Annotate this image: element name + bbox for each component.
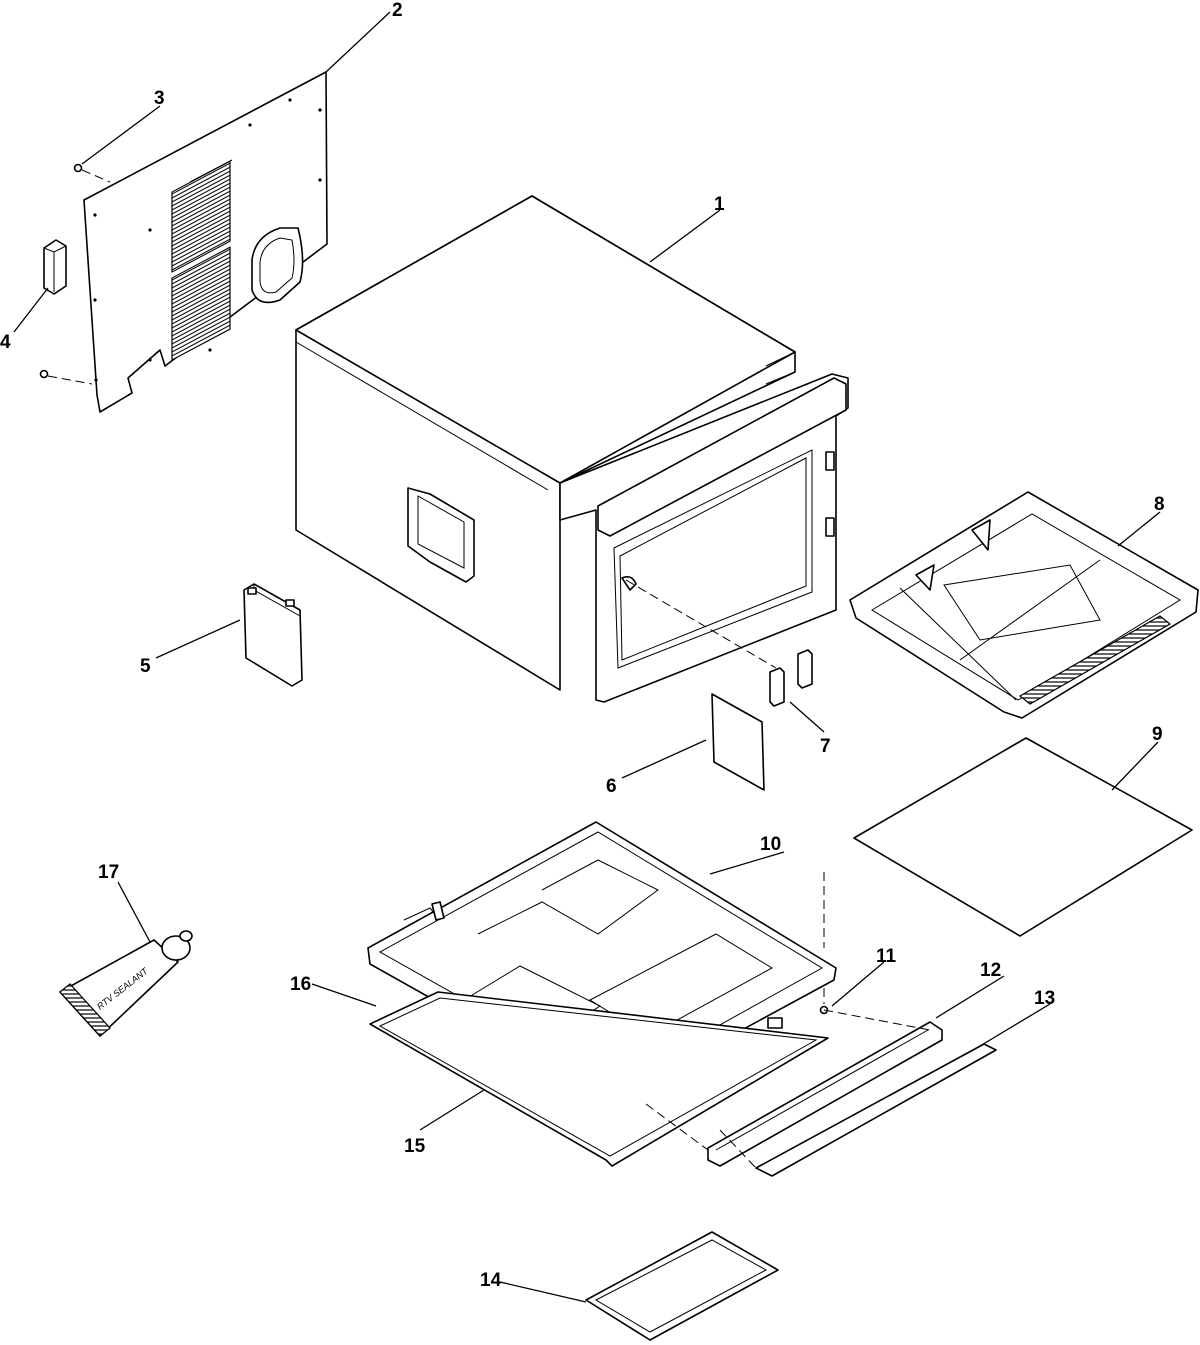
leader-lines xyxy=(13,11,1161,1303)
screw-top xyxy=(73,163,111,183)
callout-12: 12 xyxy=(980,960,1001,981)
callout-labels: 1 2 3 4 5 6 7 8 9 10 11 12 13 14 15 16 1… xyxy=(0,0,1165,1291)
trim-strip xyxy=(719,1043,997,1177)
drip-tray xyxy=(849,491,1199,719)
callout-3: 3 xyxy=(154,88,165,109)
base-gasket xyxy=(369,991,829,1167)
callout-8: 8 xyxy=(1154,494,1165,515)
side-access-cover xyxy=(243,583,303,687)
front-rail xyxy=(645,1009,943,1167)
vent-grille-lower xyxy=(171,246,231,361)
callout-2: 2 xyxy=(392,0,403,21)
sealant-tube: RTV SEALANT xyxy=(59,930,193,1037)
back-panel xyxy=(83,71,328,413)
insulation-sheet xyxy=(853,737,1193,937)
callout-13: 13 xyxy=(1034,988,1055,1009)
spacer-blocks xyxy=(625,579,813,707)
connector-bracket xyxy=(43,239,67,295)
callout-16: 16 xyxy=(290,974,311,995)
label-plate xyxy=(711,693,765,791)
callout-7: 7 xyxy=(820,736,831,757)
callout-10: 10 xyxy=(760,834,781,855)
callout-1: 1 xyxy=(714,194,725,215)
callout-17: 17 xyxy=(98,862,119,883)
callout-9: 9 xyxy=(1152,724,1163,745)
screw-bottom xyxy=(39,369,93,385)
outer-case xyxy=(295,195,849,703)
callout-6: 6 xyxy=(606,776,617,797)
callout-5: 5 xyxy=(140,656,151,677)
callout-15: 15 xyxy=(404,1136,426,1157)
callout-11: 11 xyxy=(876,946,897,967)
base-screw xyxy=(819,988,829,1015)
filter-frame xyxy=(585,1231,779,1341)
callout-14: 14 xyxy=(480,1270,502,1291)
callout-4: 4 xyxy=(0,332,11,353)
